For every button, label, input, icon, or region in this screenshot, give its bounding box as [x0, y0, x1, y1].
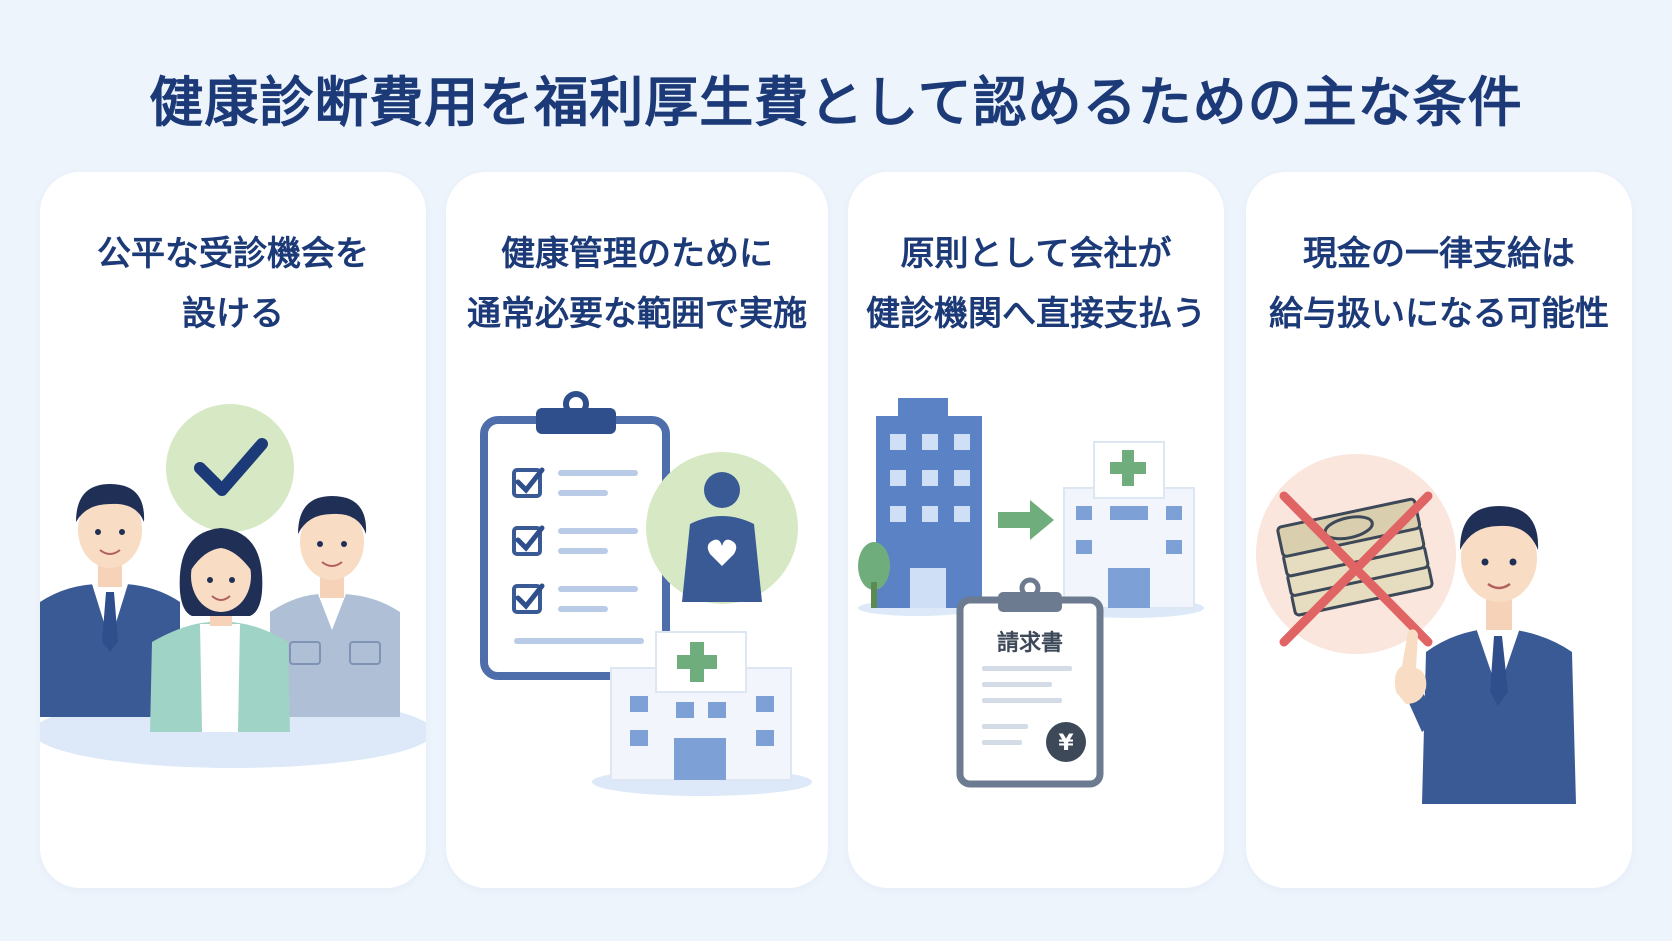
body-heart-icon: [646, 452, 798, 604]
cash-bundle-crossed-icon: [1256, 454, 1456, 654]
card-heading: 公平な受診機会を 設ける: [97, 234, 369, 334]
female-employee-center: [150, 528, 290, 732]
invoice-title: 請求書: [997, 630, 1063, 656]
condition-card-fair-opportunity: 公平な受診機会を 設ける: [40, 172, 426, 888]
cash-payment-warning-illustration: [1256, 454, 1576, 804]
hospital-icon: [592, 631, 812, 796]
card-heading: 現金の一律支給は 給与扱いになる可能性: [1269, 234, 1609, 334]
yen-symbol: ¥: [1058, 731, 1074, 756]
clipboard-icon: [480, 391, 670, 680]
invoice-clipboard-icon: 請求書 ¥: [956, 577, 1104, 788]
checkmark-icon: [194, 438, 268, 496]
male-employee-left: [40, 484, 180, 717]
card-heading: 原則として会社が 健診機関へ直接支払う: [866, 234, 1206, 334]
condition-card-direct-payment: 原則として会社が 健診機関へ直接支払う: [848, 172, 1224, 888]
company-payment-illustration: 請求書 ¥: [858, 398, 1204, 788]
male-employee-right: [270, 496, 400, 717]
company-building-icon: [858, 398, 982, 616]
check-circle-icon: [166, 404, 294, 532]
yen-coin-icon: [1046, 722, 1086, 762]
businessman-pointing: [1394, 506, 1576, 804]
arrow-right-icon: [998, 500, 1054, 540]
card-heading: 健康管理のために 通常必要な範囲で実施: [467, 234, 807, 334]
hospital-icon: [1056, 441, 1204, 618]
employees-illustration: [40, 404, 426, 768]
condition-card-cash-salary-risk: 現金の一律支給は 給与扱いになる可能性: [1246, 172, 1632, 888]
condition-card-necessary-scope: 健康管理のために 通常必要な範囲で実施: [446, 172, 828, 888]
health-checklist-illustration: [480, 391, 812, 796]
page-title: 健康診断費用を福利厚生費として認めるための主な条件: [149, 71, 1523, 134]
